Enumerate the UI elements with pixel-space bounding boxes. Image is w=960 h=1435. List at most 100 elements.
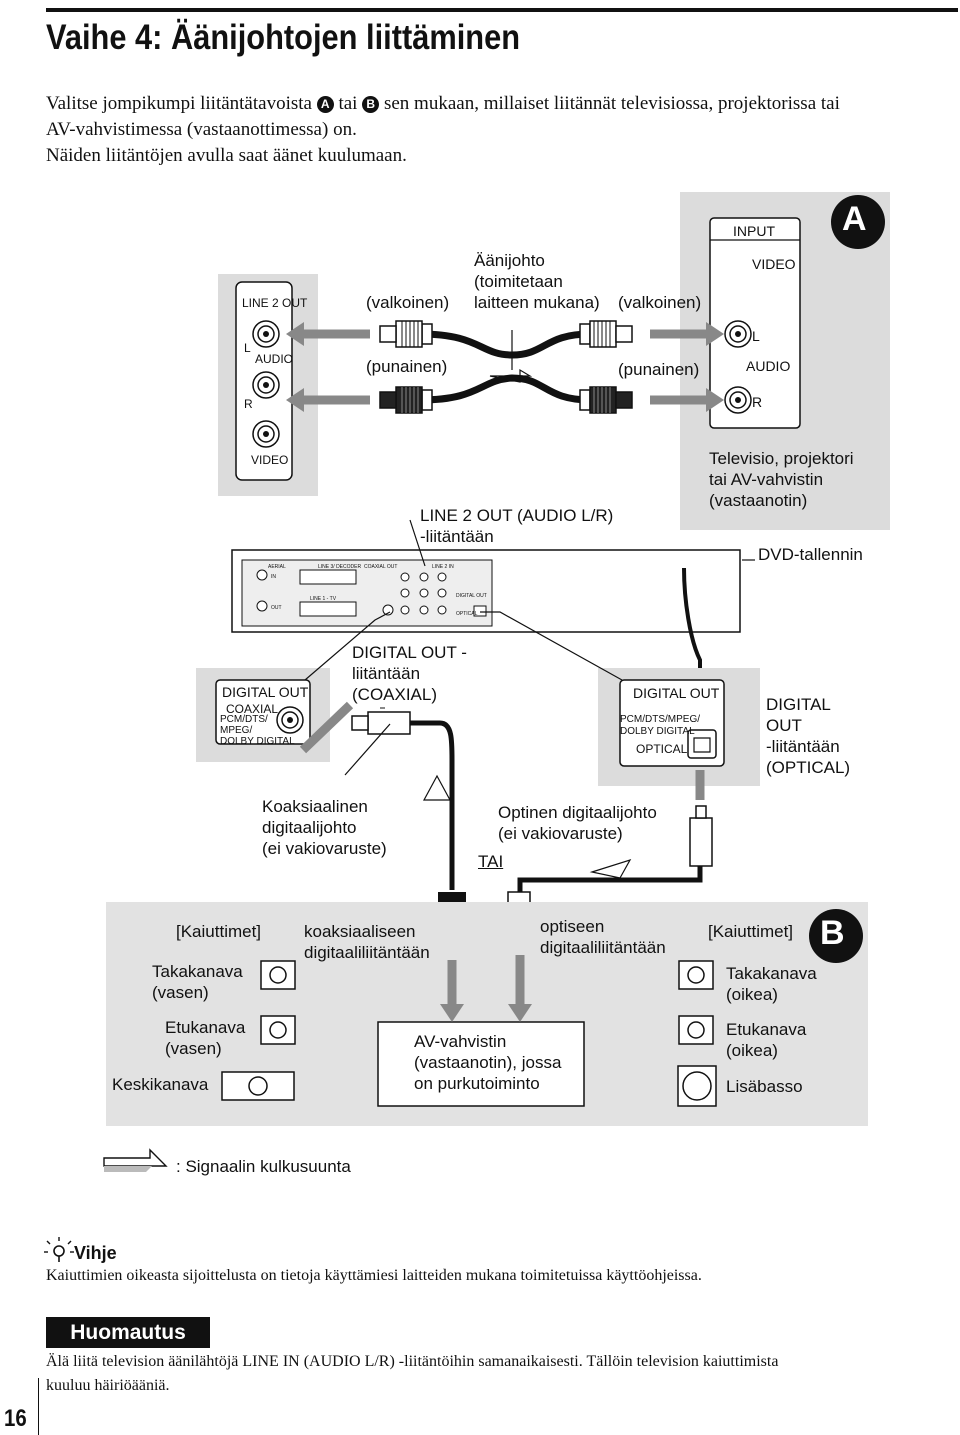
signal-legend-arrow-icon [103,1148,168,1172]
front-right-label: Etukanava (oikea) [726,1020,807,1060]
speaker-rear-right-icon [678,960,714,990]
recorder-optical-label: OPTICAL [456,611,478,617]
recorder-in-label: IN [271,574,276,580]
player-l-label: L [244,341,251,355]
player-line2-out-label: LINE 2 OUT [242,296,308,310]
optical-panel-optical: OPTICAL [636,742,688,756]
tip-title: Vihje [74,1243,117,1263]
recorder-line2in-label: LINE 2 IN [432,564,454,570]
page-number: 16 [4,1405,27,1432]
heading-rule [46,8,958,12]
badge-b-icon: B [362,96,380,113]
scart-line3 [299,569,357,585]
optical-cable-label: Optinen digitaalijohto (ei vakiovaruste) [498,803,657,843]
recorder-optical-port [473,605,487,617]
intro-suffix: sen mukaan, millaiset liitännät televisi… [383,93,840,114]
badge-a-icon: A [316,96,334,113]
tv-audio-l-jack [724,320,752,348]
recorder-line1-label: LINE 1 - TV [310,596,337,602]
dvd-recorder-caption: DVD-tallennin [758,545,863,564]
intro-middle: tai [338,93,358,114]
tv-video-label: VIDEO [752,256,796,272]
plug-white-left [379,320,433,348]
speakers-left-label: [Kaiuttimet] [176,922,262,941]
recorder-aerial-label: AERIAL [268,564,286,570]
recorder-digital-label: DIGITAL OUT [456,593,487,599]
speakers-right-label: [Kaiuttimet] [708,922,794,941]
arrow-head-3 [706,322,724,346]
arrow-coax-out [299,701,354,754]
cable-white-left-label: (valkoinen) [366,293,450,312]
recorder-coaxial-jack [382,604,394,616]
rear-left-label: Takakanava (vasen) [152,962,243,1002]
subwoofer-label: Lisäbasso [726,1077,803,1096]
recorder-coax-label: COAXIAL OUT [364,564,397,570]
player-video-label: VIDEO [251,453,289,467]
scart-line1 [299,601,357,617]
audio-cable-white [419,330,591,359]
recorder-out-label: OUT [271,605,282,611]
optical-input-label: optiseen digitaaliliitäntään [540,917,666,957]
center-label: Keskikanava [112,1075,209,1094]
arrow-head-optical-amp [508,1004,532,1022]
arrow-head-2 [286,388,304,412]
intro-line-2: AV-vahvistimessa (vastaanottimessa) on. [46,119,357,140]
audio-cable-label: Äänijohto (toimitetaan laitteen mukana) [474,251,600,312]
speaker-front-right-icon [678,1015,714,1045]
tv-input-panel [709,217,801,429]
plug-white-right [579,320,633,348]
speaker-front-left-icon [260,1015,296,1045]
rear-right-label: Takakanava (oikea) [726,964,817,1004]
tv-caption: Televisio, projektori tai AV-vahvistin (… [709,449,854,510]
badge-a-large-icon [831,195,885,249]
coax-cable [410,720,455,890]
cable-red-right-label: (punainen) [618,360,700,379]
player-r-label: R [244,397,253,411]
player-audio-l-jack [252,320,280,348]
coax-input-label: koaksiaaliseen digitaaliliitäntään [304,922,430,962]
line2-out-caption: LINE 2 OUT (AUDIO L/R) -liitäntään [420,506,614,546]
intro-line-3: Näiden liitäntöjen avulla saat äänet kuu… [46,145,407,166]
coax-panel-title: DIGITAL OUT [222,684,309,700]
coax-callout-line [304,611,391,681]
coax-cable-label: Koaksiaalinen digitaalijohto (ei vakiova… [262,797,387,858]
coax-plug-top [367,711,411,735]
tip-text: Kaiuttimien oikeasta sijoittelusta on ti… [46,1267,702,1284]
aerial-out-jack [256,600,268,612]
cable-red-left-label: (punainen) [366,357,448,376]
or-label: TAI [478,852,504,871]
optical-plug-top [689,817,713,867]
plug-red-left [379,386,433,414]
player-audio-r-jack [252,371,280,399]
intro-line-1: Valitse jompikumpi liitäntätavoista A ta… [46,93,840,115]
audio-cable-red [419,374,591,404]
tv-input-label: INPUT [733,223,775,239]
arrow-head-1 [286,322,304,346]
coax-panel-formats: PCM/DTS/ MPEG/ DOLBY DIGITAL [220,714,295,747]
recorder-line3-label: LINE 3/ DECODER [318,564,361,570]
tv-audio-label: AUDIO [746,358,791,374]
cable-white-right-label: (valkoinen) [618,293,702,312]
dvd-recorder-back-panel [241,559,493,627]
optical-panel-formats: PCM/DTS/MPEG/ DOLBY DIGITAL [620,714,701,737]
recorder-jack-row [400,572,447,615]
note-title: Huomautus [46,1317,210,1348]
coax-panel-coaxial: COAXIAL [226,702,279,716]
signal-direction-icon-coax [422,774,452,801]
subwoofer-icon [677,1065,717,1107]
tv-audio-r-jack [724,386,752,414]
signal-direction-icon-optical [589,858,632,879]
page-number-rule [38,1378,39,1435]
arrow-head-4 [706,388,724,412]
coax-cable-leader [344,723,391,776]
note-line-2: kuuluu häiriöääniä. [46,1377,170,1394]
speaker-center-icon [221,1071,295,1101]
tip-bulb-icon [44,1237,74,1262]
badge-b-large-icon [809,909,863,963]
recorder-power-cord [682,567,730,682]
av-amplifier-box [377,1021,585,1107]
coax-output-caption: DIGITAL OUT - liitäntään (COAXIAL) [352,643,467,704]
note-line-1: Älä liitä television äänilähtöjä LINE IN… [46,1353,779,1370]
aerial-in-jack [256,569,268,581]
